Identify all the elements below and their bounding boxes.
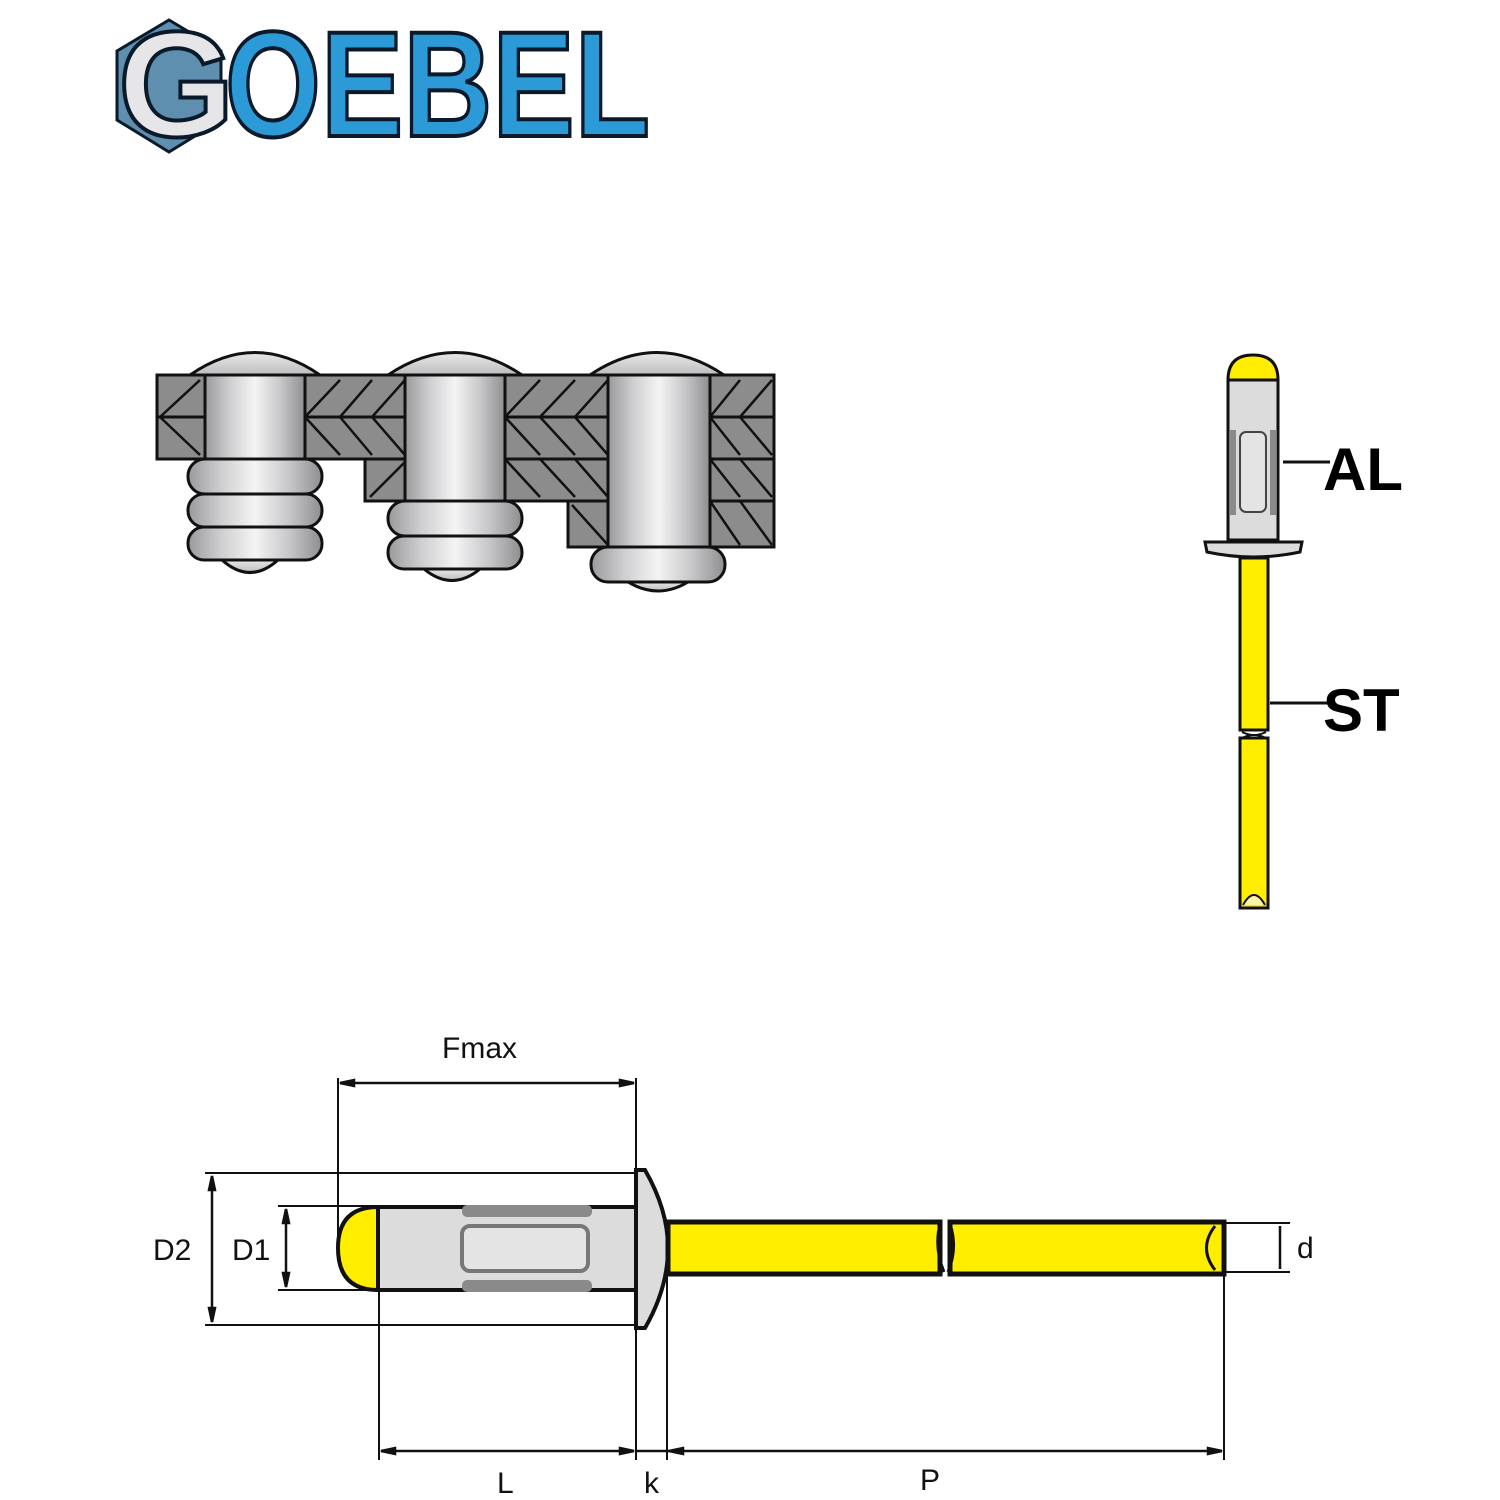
plate-hatching [159, 379, 774, 546]
goebel-logo: G OEBEL [115, 0, 652, 170]
label-fmax: Fmax [442, 1032, 517, 1065]
label-k: k [644, 1467, 660, 1500]
installation-view [155, 351, 776, 593]
installed-rivet-2 [383, 351, 527, 582]
horizontal-rivet [335, 1168, 1227, 1330]
label-l: L [497, 1467, 514, 1500]
logo-letter-g: G [118, 0, 235, 168]
label-d: d [1297, 1232, 1314, 1265]
callout-st: ST [1323, 677, 1400, 744]
label-p: P [920, 1464, 940, 1497]
dimension-view: Fmax D2 D1 d L k P [153, 1032, 1314, 1500]
label-d2: D2 [153, 1234, 191, 1267]
label-d1: D1 [232, 1234, 270, 1267]
installed-rivet-3 [585, 351, 729, 593]
logo-text-rest: OEBEL [225, 0, 650, 168]
material-view-rivet: AL ST [1203, 353, 1403, 910]
hex-nut-icon [115, 18, 223, 154]
installed-rivet-1 [185, 351, 325, 574]
callout-al: AL [1323, 436, 1403, 503]
mandrel-st [1238, 556, 1270, 732]
